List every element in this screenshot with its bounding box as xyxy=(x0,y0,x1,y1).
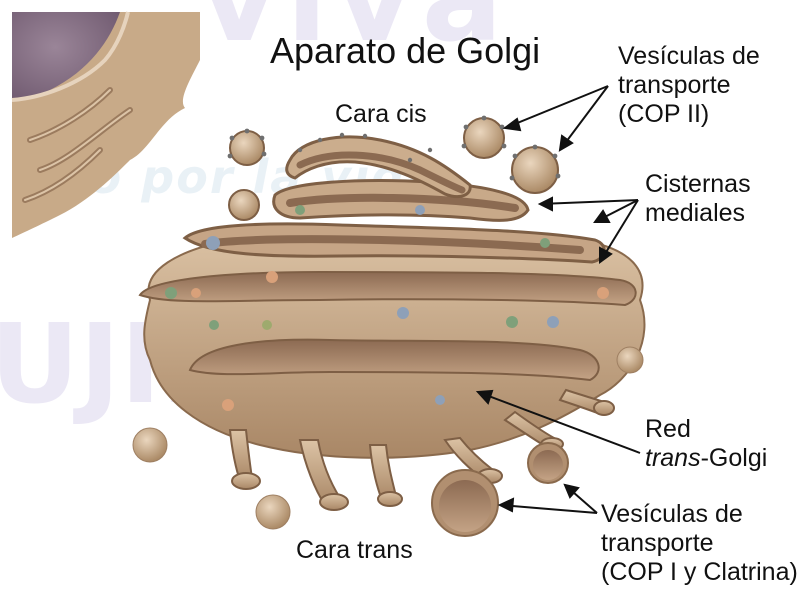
label-cara-cis: Cara cis xyxy=(335,100,427,129)
cell-corner xyxy=(12,12,200,238)
label-red-trans-italic: trans xyxy=(645,444,701,472)
label-vesiculas-cop-i-line2: transporte xyxy=(601,529,798,558)
label-cara-trans: Cara trans xyxy=(296,536,413,565)
label-vesiculas-cop-i: Vesículas de transporte (COP I y Clatrin… xyxy=(601,500,798,587)
label-vesiculas-cop-ii: Vesículas de transporte (COP II) xyxy=(618,42,760,129)
diagram-title: Aparato de Golgi xyxy=(270,30,540,72)
golgi-body xyxy=(140,137,644,510)
label-red-trans-golgi: Red trans-Golgi xyxy=(645,415,767,473)
label-vesiculas-cop-ii-line3: (COP II) xyxy=(618,100,760,129)
label-cisternas-line1: Cisternas xyxy=(645,170,751,199)
label-vesiculas-cop-i-line1: Vesículas de xyxy=(601,500,798,529)
label-cisternas-line2: mediales xyxy=(645,199,751,228)
label-red-line1: Red xyxy=(645,415,767,444)
label-red-golgi: -Golgi xyxy=(701,444,768,472)
label-vesiculas-cop-ii-line1: Vesículas de xyxy=(618,42,760,71)
label-vesiculas-cop-ii-line2: transporte xyxy=(618,71,760,100)
label-red-line2: trans-Golgi xyxy=(645,444,767,473)
label-cisternas-mediales: Cisternas mediales xyxy=(645,170,751,228)
label-vesiculas-cop-i-line3: (COP I y Clatrina) xyxy=(601,558,798,587)
